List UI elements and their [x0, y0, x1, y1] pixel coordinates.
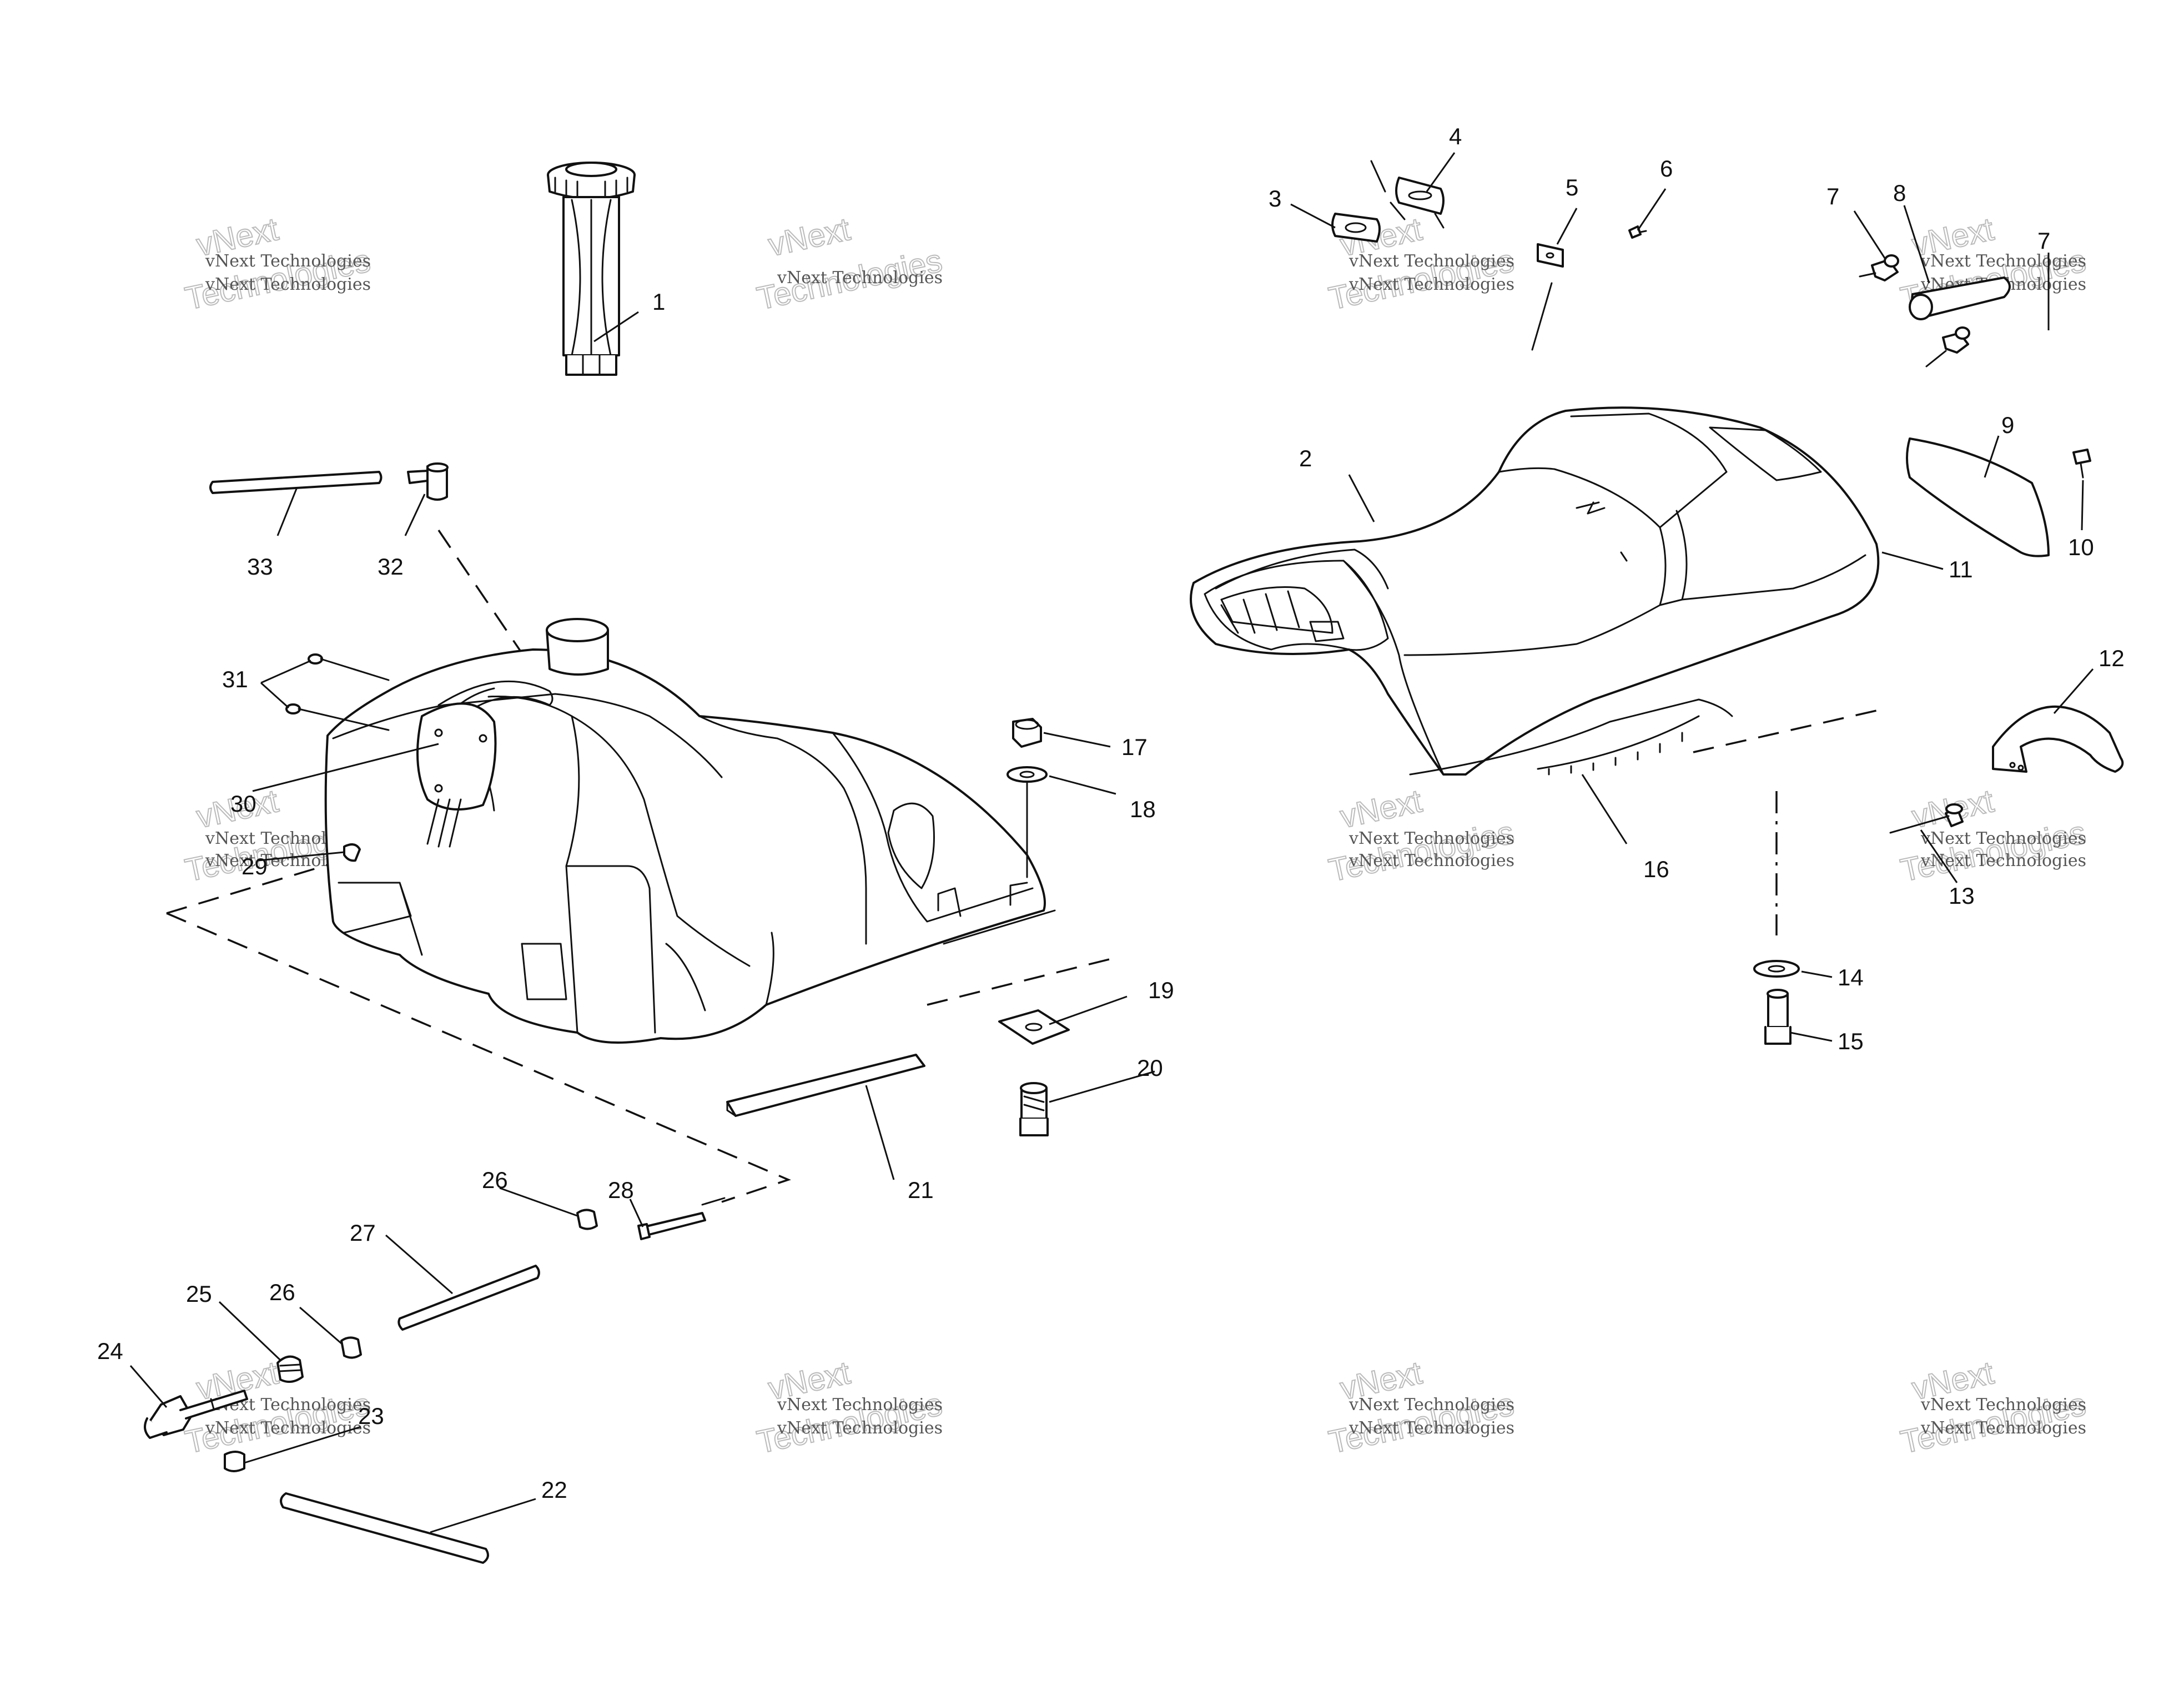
seat-bolt [1764, 989, 1792, 1045]
watermark-small: vNext Technologies [1348, 275, 1514, 294]
callout-label: 17 [1121, 734, 1148, 760]
callout-label: 28 [608, 1177, 634, 1203]
callout-label: 13 [1949, 883, 1975, 909]
hose-clamp [340, 1336, 362, 1359]
clip [343, 843, 361, 862]
fuel-sender [547, 162, 636, 376]
bumper-large [1909, 276, 2011, 320]
seat-washer [1753, 960, 1800, 978]
callout-label: 2 [1299, 445, 1312, 471]
callout-label: 1 [652, 289, 665, 315]
callout-label: 27 [350, 1220, 376, 1246]
bumper [1925, 326, 1970, 368]
watermark-small: vNext Technologies [777, 1395, 943, 1415]
grommet [276, 1355, 304, 1383]
seat [1190, 406, 1880, 776]
callout-label: 19 [1148, 977, 1174, 1003]
washer [1007, 766, 1048, 878]
callout-label: 23 [358, 1403, 384, 1429]
watermark-small: vNext Technologies [777, 268, 943, 288]
callout-label: 16 [1643, 856, 1669, 882]
watermark-small: vNext Technologies [1348, 829, 1514, 848]
callout-label: 32 [378, 553, 404, 580]
callout-label: 12 [2099, 645, 2125, 671]
seat-plate [1531, 243, 1564, 351]
callout-label: 24 [97, 1338, 123, 1364]
callout-label: 9 [2001, 412, 2014, 438]
callout-label: 21 [908, 1177, 934, 1203]
callout-label: 3 [1269, 185, 1281, 212]
callout-label: 30 [230, 791, 256, 817]
watermark-small: vNext Technologies [1920, 851, 2086, 870]
watermark-mark: vNext [1337, 783, 1425, 835]
callout-label: 18 [1130, 796, 1156, 822]
callout-label: 33 [247, 553, 273, 580]
badge-plate [1331, 213, 1381, 243]
vent-hose [209, 471, 383, 494]
watermark-small: vNext Technologies [205, 275, 371, 294]
watermark-small: vNext Technologies [1348, 851, 1514, 870]
fuel-valve [144, 1390, 248, 1439]
strap-line [927, 957, 1116, 1006]
bumper [1859, 254, 1899, 281]
callout-label: 6 [1660, 155, 1673, 182]
watermark-small: vNext Technologies [1920, 1418, 2086, 1438]
watermark-small: vNext Technologies [1920, 1395, 2086, 1415]
watermark-mark: vNext [765, 211, 853, 263]
leader-lines [129, 152, 2094, 1533]
watermark-small: vNext Technologies [1920, 251, 2086, 271]
callout-label: 11 [1949, 556, 1973, 582]
callout-label: 7 [1826, 183, 1839, 209]
screws [285, 653, 390, 731]
fuel-tank [324, 618, 1056, 1044]
screw [2072, 449, 2091, 479]
watermark-small: vNext Technologies [1348, 1395, 1514, 1415]
watermark-small: vNext Technologies [777, 1418, 943, 1438]
callout-label: 15 [1838, 1028, 1864, 1054]
watermark: vNext Technologies [753, 210, 946, 318]
callout-label: 22 [541, 1477, 567, 1503]
watermark-small: vNext Technologies [205, 251, 371, 271]
vent-fitting [407, 462, 449, 501]
callout-label: 25 [186, 1281, 212, 1307]
bolt [1019, 1082, 1049, 1136]
seat-rear-line [1693, 709, 1877, 753]
watermark-small: vNext Technologies [1348, 251, 1514, 271]
fuel-hose [280, 1492, 489, 1564]
callout-label: 29 [241, 853, 268, 879]
rubber-strip [726, 1054, 925, 1117]
callout-label: 7 [2037, 228, 2050, 254]
clamp [224, 1451, 245, 1472]
callout-label: 31 [222, 666, 248, 692]
rivet [1628, 225, 1647, 239]
watermark-small: vNext Technologies [205, 1418, 371, 1438]
watermark-small: vNext Technologies [1920, 829, 2086, 848]
callout-label: 20 [1137, 1055, 1163, 1081]
pin [1889, 803, 1964, 834]
watermark-small: vNext Technologies [1348, 1418, 1514, 1438]
callout-label: 5 [1566, 174, 1578, 200]
nut [1012, 718, 1042, 748]
callout-label: 26 [482, 1167, 508, 1193]
pin-fitting [637, 1212, 706, 1240]
tank-footprint-line [166, 912, 791, 1203]
square-plate [998, 1009, 1070, 1045]
seat-pad [1906, 437, 2050, 557]
callout-label: 10 [2068, 534, 2094, 560]
bracket [1992, 705, 2124, 773]
callout-label: 8 [1893, 180, 1906, 206]
callouts: 1 2 3 4 5 6 7 7 8 9 10 11 12 13 14 15 16… [97, 123, 2125, 1503]
hose-clamp [576, 1209, 598, 1230]
callout-label: 26 [269, 1279, 295, 1305]
callout-label: 4 [1449, 123, 1462, 149]
fuel-pump-plate [416, 702, 497, 848]
pin-line [701, 1197, 726, 1206]
latch-plate [1370, 160, 1445, 229]
callout-label: 14 [1838, 964, 1864, 990]
fuel-line [397, 1265, 540, 1331]
